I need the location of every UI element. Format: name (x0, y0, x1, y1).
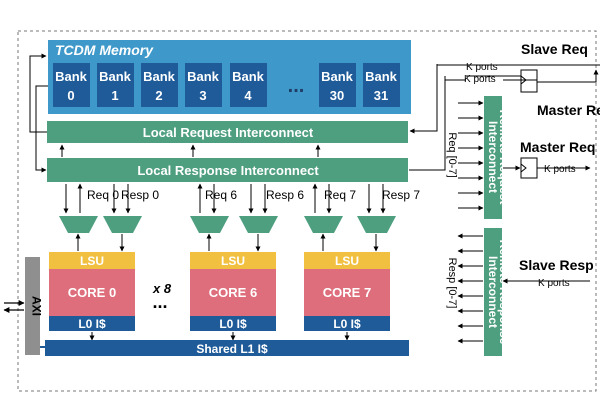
port-req6-label: Req 6 (205, 188, 237, 202)
slave-resp-label: Slave Resp (519, 257, 594, 273)
bank-number: 4 (244, 88, 252, 103)
bank-3: Bank 3 (185, 63, 222, 107)
local-response-label: Local Response Interconnect (137, 163, 319, 178)
bank-number: 2 (155, 88, 162, 103)
mux (357, 216, 396, 233)
mux (190, 216, 229, 233)
local-request-label: Local Request Interconnect (143, 125, 314, 140)
core-label: CORE 0 (68, 285, 116, 300)
bank-number: 30 (330, 88, 344, 103)
bank-label: Bank (143, 69, 176, 84)
local-response-interconnect (47, 158, 408, 182)
master-resp-label: Master Resp (537, 102, 600, 118)
bank-2: Bank 2 (141, 63, 178, 107)
remote-response-outputs (457, 233, 483, 344)
remote-to-local-request (409, 64, 438, 134)
port-resp0-label: Resp 0 (121, 188, 159, 202)
bank-4: Bank 4 (230, 63, 267, 107)
bank-ellipsis: ... (288, 75, 305, 97)
k-ports-label: K ports (464, 74, 496, 85)
master-req-label: Master Req (520, 139, 595, 155)
register-box (520, 69, 538, 93)
core-block (304, 269, 390, 316)
k-ports-label: K ports (538, 278, 570, 289)
bank-label: Bank (55, 69, 88, 84)
bank-31: Bank 31 (363, 63, 400, 107)
local-request-interconnect (47, 121, 408, 143)
shared-l1-label: Shared L1 I$ (196, 342, 268, 356)
core-6-tile: LSU CORE 6 L0 I$ (190, 252, 276, 331)
request-to-tcdm-arrow (29, 53, 47, 133)
port-req7-label: Req 7 (324, 188, 356, 202)
lsu-label: LSU (221, 254, 245, 268)
mux (239, 216, 278, 233)
axi-label: AXI (30, 296, 44, 316)
port-req0-label: Req 0 (87, 188, 119, 202)
lsu-block (304, 252, 390, 269)
lsu-label: LSU (335, 254, 359, 268)
core-block (190, 269, 276, 316)
remote-request-inputs (458, 100, 484, 211)
bank-number: 0 (67, 88, 74, 103)
port-resp7-label: Resp 7 (382, 188, 420, 202)
remote-response-label-2: Interconnect (486, 256, 500, 328)
tcdm-title: TCDM Memory (55, 42, 154, 58)
core-7-tile: LSU CORE 7 L0 I$ (304, 252, 390, 331)
bank-number: 1 (111, 88, 118, 103)
master-resp-out-arrow (537, 69, 599, 83)
mux (59, 216, 98, 233)
core-label: CORE 7 (323, 285, 371, 300)
remote-request-interconnect (484, 96, 502, 219)
lsu-block (49, 252, 135, 269)
remote-request-label-1: Remote Request (497, 110, 511, 205)
l0-cache-block (49, 316, 135, 331)
bank-0: Bank 0 (53, 63, 90, 107)
shared-l1-cache (45, 340, 409, 356)
core-label: CORE 6 (209, 285, 257, 300)
bank-number: 3 (199, 88, 206, 103)
core-block (49, 269, 135, 316)
core-0-tile: LSU CORE 0 L0 I$ (49, 252, 135, 331)
k-ports-label: K ports (466, 62, 498, 73)
bank-number: 31 (374, 88, 388, 103)
slave-req-label: Slave Req (521, 41, 588, 57)
bank-1: Bank 1 (97, 63, 134, 107)
remote-request-label-2: Interconnect (486, 121, 500, 193)
cluster-boundary (17, 30, 597, 392)
register-clock (520, 163, 527, 173)
bank-label: Bank (232, 69, 265, 84)
axi-bar (25, 257, 40, 355)
bank-label: Bank (365, 69, 398, 84)
bank-30: Bank 30 (319, 63, 356, 107)
l0-cache-block (190, 316, 276, 331)
l0-cache-label: L0 I$ (78, 317, 106, 331)
core-multiplier: x 8 (152, 281, 172, 296)
remote-response-interconnect (484, 228, 502, 356)
bank-label: Bank (187, 69, 220, 84)
bank-label: Bank (321, 69, 354, 84)
register-box (520, 157, 538, 179)
mux (103, 216, 142, 233)
mux (304, 216, 343, 233)
tcdm-to-response-arrow (35, 85, 48, 173)
lsu-block (190, 252, 276, 269)
core-ellipsis: ... (152, 292, 167, 312)
bank-label: Bank (99, 69, 132, 84)
lsu-label: LSU (80, 254, 104, 268)
req-range-label: Req [0-7] (446, 132, 458, 177)
local-response-to-remote (409, 76, 446, 171)
remote-response-label-1: Remote Response (497, 240, 511, 345)
k-ports-label: K ports (544, 164, 576, 175)
l0-cache-block (304, 316, 390, 331)
l0-cache-label: L0 I$ (333, 317, 361, 331)
port-resp6-label: Resp 6 (266, 188, 304, 202)
resp-range-label: Resp [0-7] (446, 258, 458, 309)
l0-cache-label: L0 I$ (219, 317, 247, 331)
